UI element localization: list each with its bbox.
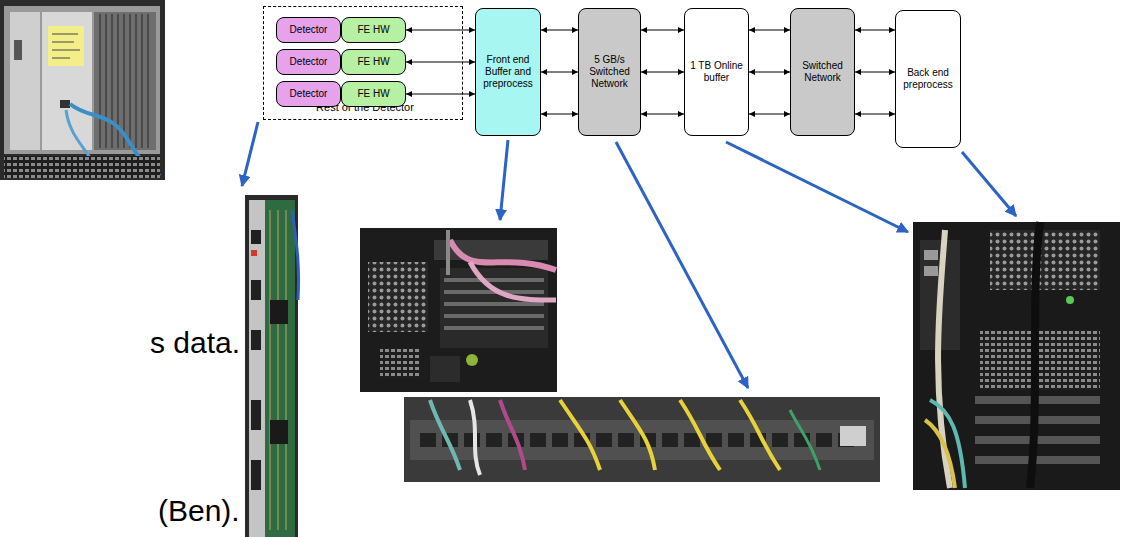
box-text: Detector: [290, 56, 328, 68]
crate-photo: [0, 0, 165, 180]
box-text: FE HW: [357, 56, 389, 68]
data-link-arrow: [406, 94, 475, 95]
fe-hw-box: FE HW: [341, 17, 406, 43]
process-box: Front end Buffer and preprocess: [475, 8, 541, 136]
box-text: Switched Network: [795, 60, 850, 84]
slide-text-fragment: s data.: [150, 326, 240, 359]
data-link-arrow: [406, 62, 475, 63]
pointer-arrow: [616, 142, 748, 388]
data-link-arrow: [541, 72, 578, 73]
data-link-arrow: [749, 114, 790, 115]
box-text: Front end Buffer and preprocess: [480, 54, 536, 90]
switch-photo: [404, 397, 880, 482]
buffer-box: 1 TB Online buffer: [684, 8, 749, 136]
data-link-arrow: [749, 72, 790, 73]
box-text: 5 GB/s Switched Network: [583, 54, 636, 90]
box-text: 1 TB Online buffer: [689, 60, 744, 84]
box-text: Detector: [290, 88, 328, 100]
pointer-arrow: [726, 142, 908, 232]
pointer-arrows: [242, 122, 1016, 388]
data-link-arrow: [641, 72, 684, 73]
data-link-arrow: [855, 30, 895, 31]
back-end-pc-photo: [913, 222, 1120, 490]
fe-hw-box: FE HW: [341, 49, 406, 75]
detector-box: Detector: [276, 17, 341, 43]
slide-text-fragment: (Ben).: [158, 494, 240, 527]
process-box: Back end preprocess: [895, 10, 961, 148]
pointer-arrow: [242, 122, 258, 186]
network-box: 5 GB/s Switched Network: [578, 8, 641, 136]
pointer-arrow: [962, 152, 1016, 216]
box-text: Back end preprocess: [900, 67, 956, 91]
box-text: Detector: [290, 24, 328, 36]
network-box: Switched Network: [790, 8, 855, 136]
data-link-arrow: [641, 114, 684, 115]
data-link-arrow: [541, 114, 578, 115]
data-link-arrow: [855, 114, 895, 115]
box-text: FE HW: [357, 88, 389, 100]
data-link-arrow: [406, 30, 475, 31]
dashed-group: Rest of the DetectorDetectorFE HWDetecto…: [263, 6, 463, 120]
detector-box: Detector: [276, 81, 341, 107]
data-link-arrow: [641, 30, 684, 31]
pointer-arrow: [500, 140, 508, 220]
data-link-arrow: [749, 30, 790, 31]
box-text: FE HW: [357, 24, 389, 36]
front-end-pc-photo: [360, 228, 557, 392]
fe-hw-box: FE HW: [341, 81, 406, 107]
detector-box: Detector: [276, 49, 341, 75]
fe-board-photo: [245, 195, 299, 537]
data-link-arrow: [541, 30, 578, 31]
data-link-arrow: [855, 72, 895, 73]
